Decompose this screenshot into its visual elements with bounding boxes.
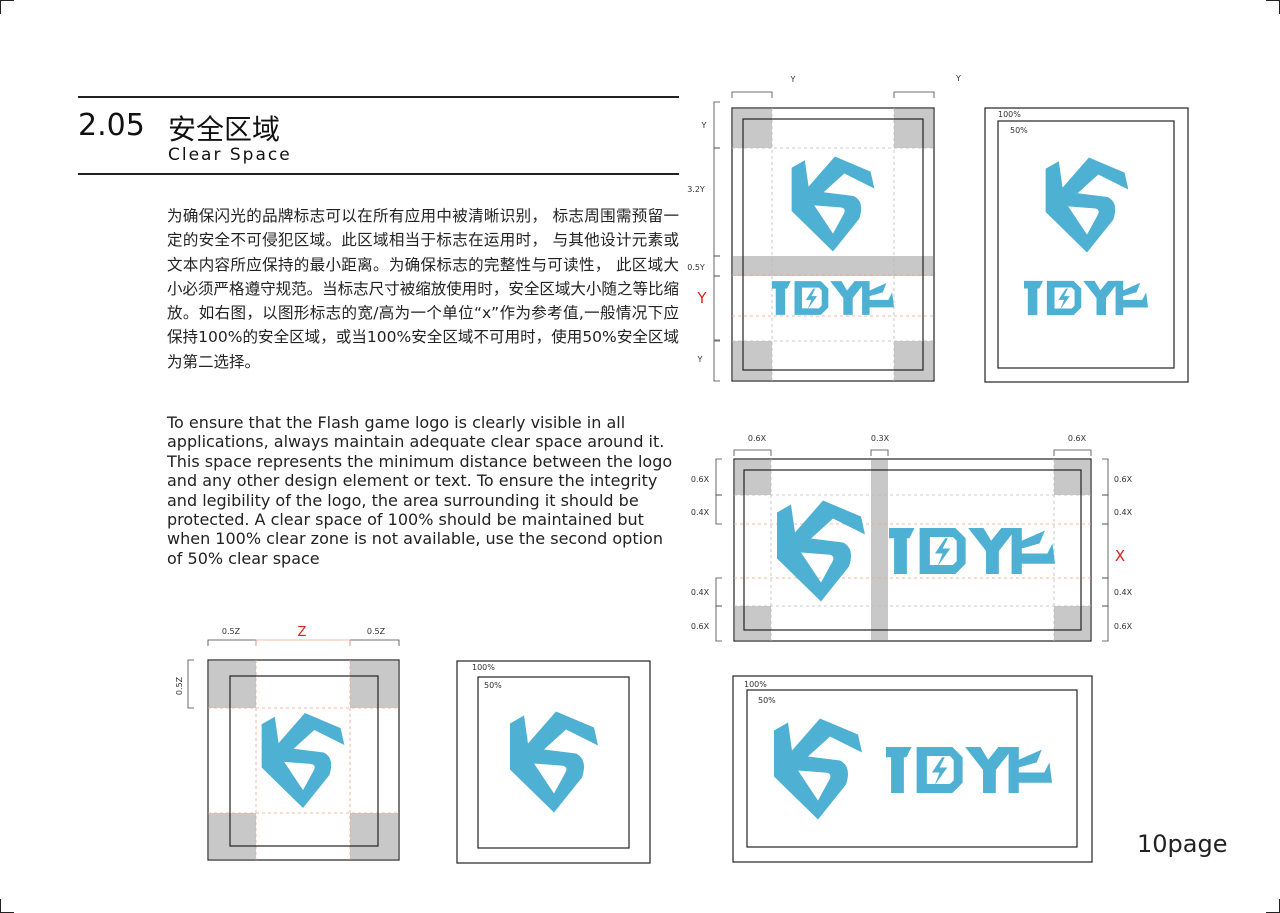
label-left-0-6x-1: 0.6X — [691, 475, 710, 484]
label-top-0-6x-2: 0.6X — [1068, 434, 1087, 443]
label-top-z-red: Z — [298, 625, 307, 640]
label-top-y-1: Y — [790, 75, 796, 84]
label-left-0-6x-2: 0.6X — [691, 622, 710, 631]
english-description: To ensure that the Flash game logo is cl… — [167, 413, 673, 568]
label-right-0-4x-2: 0.4X — [1114, 588, 1133, 597]
label-right-x-red: X — [1115, 547, 1125, 565]
label-top-0-3x: 0.3X — [871, 434, 890, 443]
label-left-0-4x-1: 0.4X — [691, 508, 710, 517]
vertical-clear-space-diagram: Y Y 3.2Y 0.5Y Y Y — [687, 75, 935, 382]
shield-logo-icon — [774, 718, 862, 820]
label-left-0-5z: 0.5Z — [175, 676, 184, 695]
crop-mark-bottom-left-icon — [0, 899, 14, 913]
section-title: 安全区域 — [168, 113, 281, 146]
icon-clear-space-diagram: 0.5Z Z 0.5Z 0.5Z — [175, 625, 400, 861]
label-left-y-1: Y — [701, 121, 707, 130]
wordmark-logo-icon — [886, 747, 1052, 793]
shield-logo-icon — [791, 156, 875, 252]
vertical-example-outer-label: 100% — [998, 110, 1021, 119]
shield-logo-icon — [777, 500, 865, 602]
horizontal-clear-space-diagram: 0.6X 0.3X 0.6X 0.6X 0.4X 0.4X 0.6X 0.6X … — [691, 434, 1133, 642]
vertical-label-top-y-2: Y — [956, 74, 961, 83]
crop-mark-bottom-right-icon — [1266, 899, 1280, 913]
shield-logo-icon — [261, 713, 345, 808]
header-rule-top — [78, 96, 679, 98]
wordmark-logo-icon — [1024, 280, 1148, 316]
horizontal-example: 100% 50% — [732, 675, 1093, 863]
horizontal-example-inner-label: 50% — [758, 696, 776, 705]
label-right-0-6x-1: 0.6X — [1114, 475, 1133, 484]
label-left-0-5y: 0.5Y — [687, 263, 705, 272]
section-subtitle: Clear Space — [168, 145, 292, 165]
icon-example-outer-label: 100% — [472, 663, 495, 672]
crop-mark-top-left-icon — [0, 0, 14, 14]
section-number: 2.05 — [78, 108, 145, 143]
vertical-example-inner-label: 50% — [1010, 126, 1028, 135]
icon-example: 100% 50% — [456, 660, 651, 864]
wordmark-logo-icon — [889, 528, 1055, 574]
label-top-0-6x-1: 0.6X — [748, 434, 767, 443]
shield-logo-icon — [1045, 157, 1129, 253]
wordmark-logo-icon — [772, 281, 894, 315]
crop-mark-top-right-icon — [1266, 0, 1280, 14]
shield-logo-icon — [510, 711, 598, 813]
icon-example-inner-label: 50% — [484, 681, 502, 690]
label-top-0-5z-2: 0.5Z — [367, 627, 386, 636]
header-rule-bottom — [78, 173, 679, 175]
label-left-y-2: Y — [697, 355, 703, 364]
horizontal-example-outer-label: 100% — [744, 680, 767, 689]
label-top-0-5z-1: 0.5Z — [222, 627, 241, 636]
label-left-3-2y: 3.2Y — [687, 185, 705, 194]
label-right-0-4x-1: 0.4X — [1114, 508, 1133, 517]
label-left-0-4x-2: 0.4X — [691, 588, 710, 597]
vertical-example: 100% 50% — [984, 107, 1189, 383]
chinese-description: 为确保闪光的品牌标志可以在所有应用中被清晰识别， 标志周围需预留一定的安全不可侵… — [167, 207, 679, 371]
page-number: 10page — [1137, 830, 1228, 858]
label-right-0-6x-2: 0.6X — [1114, 622, 1133, 631]
label-left-y-red: Y — [696, 289, 707, 307]
